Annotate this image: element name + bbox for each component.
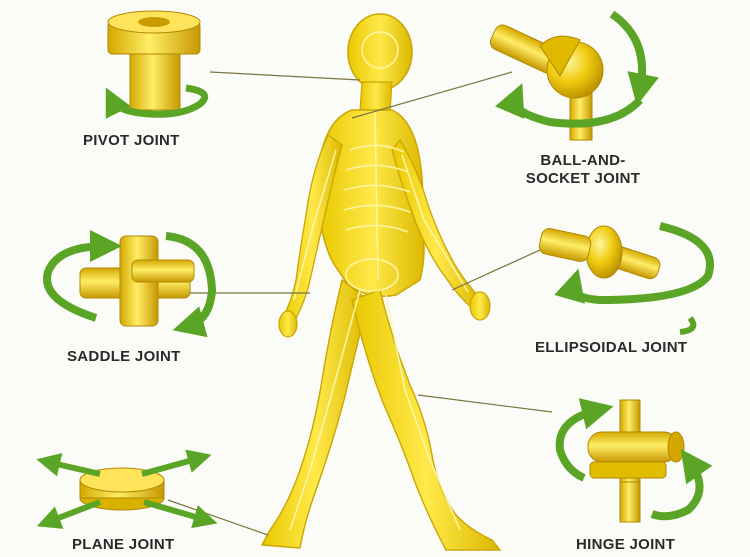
saddle-joint-label: SADDLE JOINT: [67, 348, 181, 366]
pivot-joint-illustration: [108, 11, 205, 114]
plane-joint-label: PLANE JOINT: [72, 536, 174, 554]
hinge-joint-label: HINGE JOINT: [576, 536, 675, 554]
hinge-joint-illustration: [560, 400, 700, 522]
ball-and-socket-label-line2: SOCKET JOINT: [512, 170, 654, 188]
ellipsoidal-joint-label: ELLIPSOIDAL JOINT: [535, 339, 687, 357]
saddle-joint-illustration: [47, 236, 212, 326]
ball-and-socket-label-line1: BALL-AND-: [530, 152, 636, 170]
human-body-figure: [262, 14, 500, 550]
ellipsoidal-joint-illustration: [538, 226, 710, 332]
pivot-joint-label: PIVOT JOINT: [83, 132, 180, 150]
plane-joint-illustration: [48, 458, 206, 522]
ball-and-socket-joint-illustration: [488, 14, 642, 140]
